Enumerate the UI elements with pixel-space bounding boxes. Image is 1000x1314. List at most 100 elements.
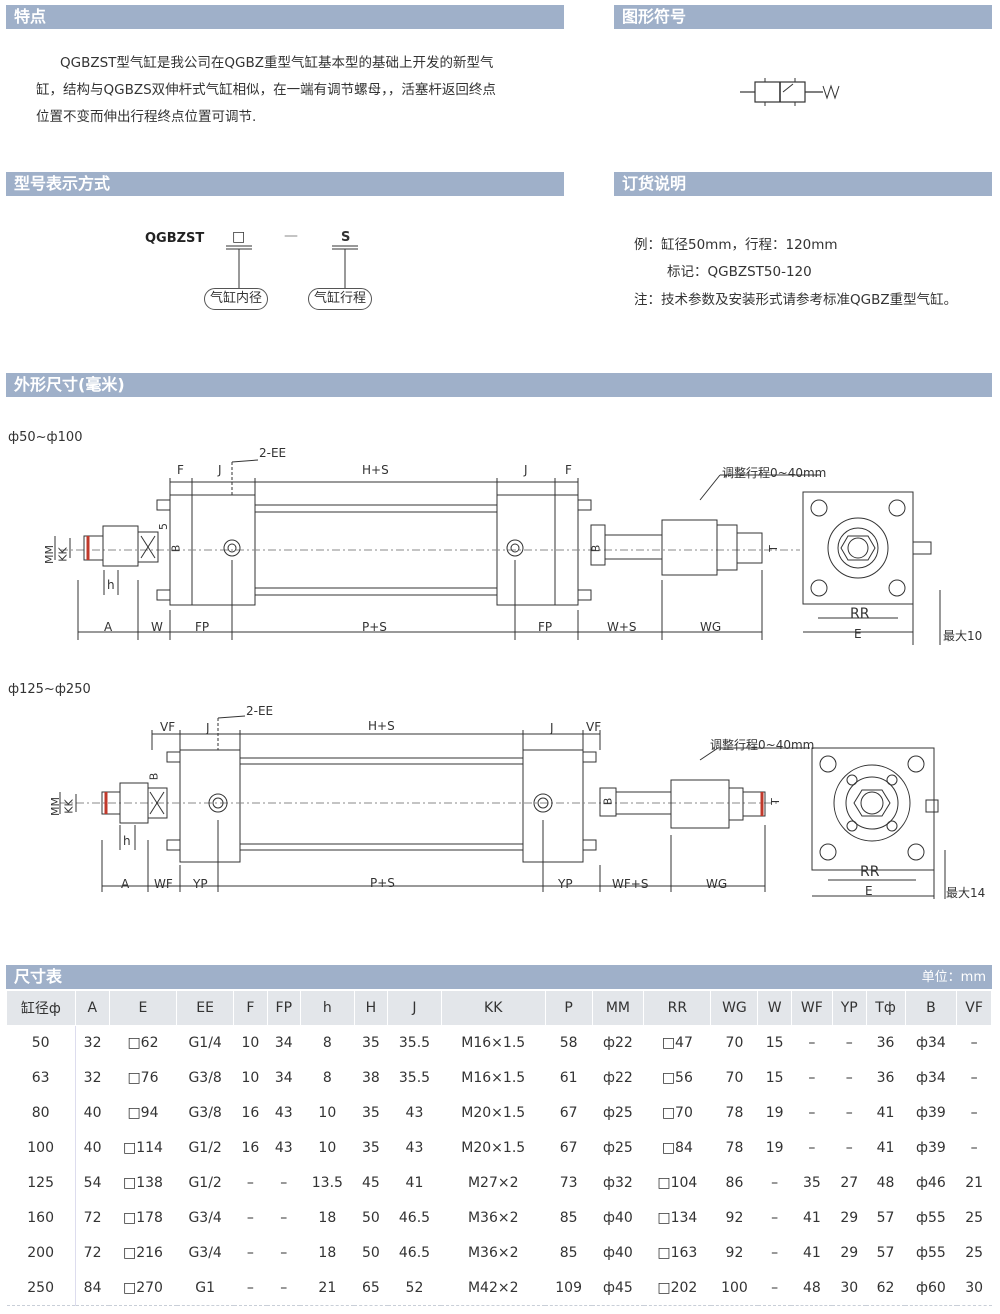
table-cell: □178 <box>109 1200 177 1236</box>
table-cell: – <box>832 1130 867 1166</box>
order-line1: 例：缸径50mm，行程：120mm <box>634 237 838 253</box>
model-code: QGBZST <box>145 231 205 246</box>
table-cell: 80 <box>6 1095 76 1131</box>
features-line: QGBZST型气缸是我公司在QGBZ重型气缸基本型的基础上开发的新型气 <box>60 55 494 71</box>
d1-t: T <box>766 545 780 552</box>
table-cell: 19 <box>757 1130 792 1166</box>
table-cell: □104 <box>643 1165 711 1201</box>
table-cell: G3/4 <box>176 1235 234 1271</box>
d2-b-left: B <box>147 772 161 781</box>
table-cell: 43 <box>267 1095 301 1131</box>
table-header-cell: P <box>544 990 593 1026</box>
d2-ps: P+S <box>370 876 395 890</box>
table-cell: 78 <box>710 1095 758 1131</box>
table-cell: 50 <box>6 1025 76 1061</box>
table-cell: 27 <box>832 1165 867 1201</box>
d1-wg: WG <box>700 620 722 634</box>
table-cell: □216 <box>109 1235 177 1271</box>
table-cell: 92 <box>710 1200 758 1236</box>
order-line2: 标记：QGBZST50-120 <box>667 264 812 280</box>
table-cell: 46.5 <box>387 1235 442 1271</box>
table-header-cell: h <box>299 990 355 1026</box>
table-cell: 50 <box>354 1235 388 1271</box>
table-cell: 41 <box>791 1200 833 1236</box>
d1-ps: P+S <box>362 620 387 634</box>
table-title: 尺寸表 <box>6 965 992 989</box>
table-cell: 85 <box>545 1235 593 1271</box>
d2-t: T <box>768 798 782 805</box>
drawing1-range: ф50~ф100 <box>8 430 83 445</box>
d2-vf-left: VF <box>160 720 176 734</box>
table-cell: 84 <box>75 1270 110 1306</box>
table-header-cell: A <box>74 990 110 1026</box>
d2-e: E <box>865 884 873 898</box>
table-cell: – <box>956 1060 992 1096</box>
table-cell: 13.5 <box>300 1165 355 1201</box>
label-stroke: 气缸行程 <box>308 288 373 310</box>
table-cell: 10 <box>300 1095 355 1131</box>
table-cell: 10 <box>233 1060 268 1096</box>
model-dash: — <box>284 228 298 244</box>
table-cell: ф55 <box>905 1235 957 1271</box>
table-cell: 8 <box>300 1060 355 1096</box>
table-cell: – <box>956 1095 992 1131</box>
features-title: 特点 <box>6 5 564 29</box>
table-cell: ф46 <box>905 1165 957 1201</box>
table-cell: 41 <box>387 1165 442 1201</box>
table-cell: 32 <box>75 1060 110 1096</box>
table-cell: 70 <box>710 1060 758 1096</box>
table-header-cell: YP <box>831 990 867 1026</box>
table-cell: – <box>791 1095 833 1131</box>
drawing1 <box>54 459 941 645</box>
table-cell: – <box>757 1200 792 1236</box>
model-title: 型号表示方式 <box>6 172 564 196</box>
d2-mm: MM <box>48 797 62 816</box>
d2-j-right: J <box>550 721 554 735</box>
table-cell: □138 <box>109 1165 177 1201</box>
table-cell: □94 <box>109 1095 177 1131</box>
table-cell: 8 <box>300 1025 355 1061</box>
table-cell: G1/2 <box>176 1130 234 1166</box>
table-cell: ф39 <box>905 1130 957 1166</box>
d2-b-right: B <box>601 797 615 806</box>
table-cell: □163 <box>643 1235 711 1271</box>
features-line: 位置不变而伸出行程终点位置可调节. <box>36 109 257 125</box>
d2-hs: H+S <box>368 719 395 733</box>
table-cell: 36 <box>866 1060 906 1096</box>
table-cell: □47 <box>643 1025 711 1061</box>
table-cell: 200 <box>6 1235 76 1271</box>
table-cell: 78 <box>710 1130 758 1166</box>
table-cell: ф32 <box>592 1165 644 1201</box>
table-cell: ф60 <box>905 1270 957 1306</box>
table-cell: – <box>791 1060 833 1096</box>
table-cell: ф34 <box>905 1060 957 1096</box>
table-cell: M27×2 <box>441 1165 546 1201</box>
table-cell: 38 <box>354 1060 388 1096</box>
d2-max: 最大14 <box>946 886 986 900</box>
table-cell: □56 <box>643 1060 711 1096</box>
d1-h: h <box>107 578 115 592</box>
table-cell: 45 <box>354 1165 388 1201</box>
table-cell: 29 <box>832 1235 867 1271</box>
d2-rr: RR <box>860 864 880 880</box>
table-header-cell: FP <box>266 990 301 1026</box>
table-cell: 86 <box>710 1165 758 1201</box>
model-suffix: S <box>341 230 351 245</box>
table-cell: 32 <box>75 1025 110 1061</box>
table-cell: 16 <box>233 1095 268 1131</box>
table-cell: 35.5 <box>387 1060 442 1096</box>
table-cell: 57 <box>866 1235 906 1271</box>
table-cell: G3/8 <box>176 1060 234 1096</box>
table-cell: 10 <box>233 1025 268 1061</box>
symbol-title: 图形符号 <box>614 5 992 29</box>
table-cell: ф22 <box>592 1025 644 1061</box>
cylinder-symbol-icon <box>740 78 840 106</box>
table-header-cell: VF <box>956 990 992 1026</box>
